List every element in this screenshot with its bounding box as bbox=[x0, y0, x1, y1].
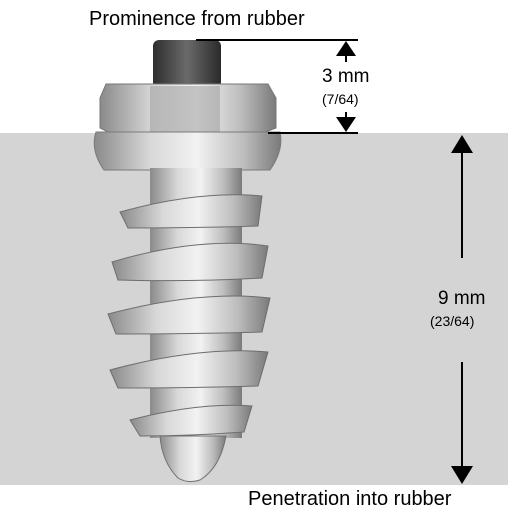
carbide-pin bbox=[153, 40, 221, 88]
penetration-imperial: (23/64) bbox=[430, 313, 475, 329]
prominence-arrowhead-up bbox=[336, 41, 356, 56]
flange bbox=[93, 131, 282, 171]
penetration-metric: 9 mm bbox=[438, 288, 486, 309]
penetration-arrowhead-down bbox=[451, 466, 473, 484]
prominence-metric: 3 mm bbox=[322, 66, 370, 87]
prominence-imperial: (7/64) bbox=[322, 91, 359, 107]
screw-threads bbox=[107, 194, 271, 437]
penetration-title: Penetration into rubber bbox=[248, 488, 452, 510]
prominence-arrowhead-down bbox=[336, 117, 356, 132]
prominence-title: Prominence from rubber bbox=[89, 8, 305, 30]
stud-tip bbox=[159, 435, 227, 483]
penetration-arrowhead-up bbox=[451, 135, 473, 153]
hex-face bbox=[150, 86, 220, 132]
